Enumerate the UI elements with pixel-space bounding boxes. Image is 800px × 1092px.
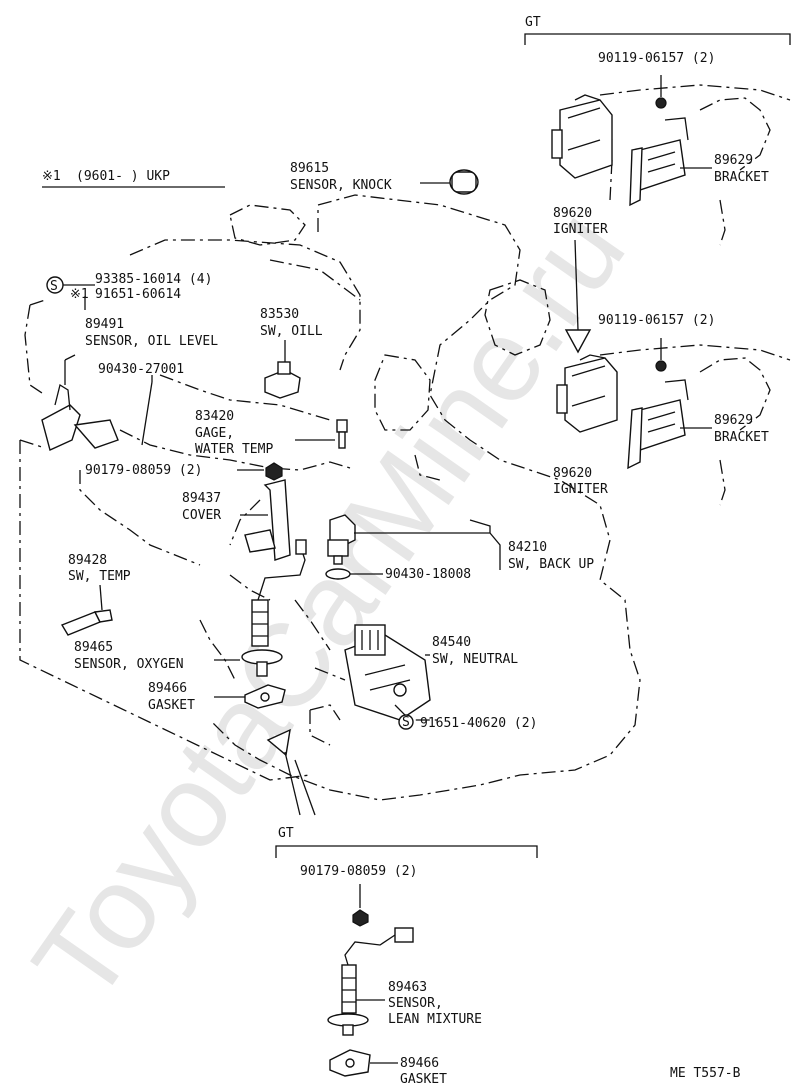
label-90179a: 90179-08059 (2) [85, 463, 202, 478]
label-lean-mixture: LEAN MIXTURE [388, 1012, 482, 1027]
label-89465: 89465 [74, 640, 113, 655]
label-gage: GAGE, [195, 426, 234, 441]
label-89466b: 89466 [400, 1056, 439, 1071]
label-89463: 89463 [388, 980, 427, 995]
note-mark: ※1 [42, 169, 61, 184]
backup-switch [325, 514, 501, 580]
lean-mixture-sensor [327, 927, 414, 1036]
label-cover: COVER [182, 508, 221, 523]
label-oil-level-sensor: SENSOR, OIL LEVEL [85, 334, 218, 349]
engine-outline [19, 194, 641, 801]
gt-label-top: GT [525, 15, 541, 30]
arrow-igniter [564, 239, 592, 354]
watermark: ToyotaCarMine.ru [8, 186, 650, 1025]
label-90119-bottom: 90119-06157 (2) [598, 313, 715, 328]
label-89620-bottom: 89620 [553, 466, 592, 481]
label-84210: 84210 [508, 540, 547, 555]
label-bracket-top: BRACKET [714, 170, 769, 185]
cover [229, 479, 291, 561]
igniter-top [551, 75, 667, 179]
label-neutral-switch: SW, NEUTRAL [432, 652, 518, 667]
neutral-switch [344, 624, 440, 730]
label-bracket-bottom: BRACKET [714, 430, 769, 445]
nut-90179-bottom [352, 884, 369, 927]
gt-label-bottom: GT [278, 826, 294, 841]
label-89491: 89491 [85, 317, 124, 332]
label-89629-bottom: 89629 [714, 413, 753, 428]
label-igniter-top: IGNITER [553, 222, 608, 237]
mark-s-91651b: S [402, 715, 410, 730]
oil-level-sensor [41, 276, 119, 451]
label-igniter-bottom: IGNITER [553, 482, 608, 497]
mark-s-93385: S [50, 279, 58, 294]
temp-switch [60, 584, 113, 636]
label-oxygen-sensor: SENSOR, OXYGEN [74, 657, 184, 672]
label-84540: 84540 [432, 635, 471, 650]
gt-group-bottom: GT [275, 826, 538, 858]
label-oil-switch: SW, OILL [260, 324, 323, 339]
mark-91651a: ※1 [70, 287, 89, 302]
nut-90179-top [237, 462, 283, 481]
label-temp-switch: SW, TEMP [68, 569, 131, 584]
label-knock-sensor: SENSOR, KNOCK [290, 178, 392, 193]
label-gasket-top: GASKET [148, 698, 195, 713]
gasket-top [214, 684, 286, 709]
label-90179b: 90179-08059 (2) [300, 864, 417, 879]
label-83420: 83420 [195, 409, 234, 424]
igniter-bottom [556, 338, 667, 433]
label-89615: 89615 [290, 161, 329, 176]
oxygen-sensor [214, 539, 307, 677]
label-90119-top: 90119-06157 (2) [598, 51, 715, 66]
label-89629-top: 89629 [714, 153, 753, 168]
label-sensor: SENSOR, [388, 996, 443, 1011]
note-label: (9601- ) UKP [76, 169, 170, 184]
water-temp-gage [295, 419, 348, 449]
diagram-code: ME T557-B [670, 1066, 741, 1081]
label-89620-top: 89620 [553, 206, 592, 221]
label-83530: 83530 [260, 307, 299, 322]
label-91651a: 91651-60614 [95, 287, 181, 302]
label-gasket-bottom: GASKET [400, 1072, 447, 1087]
label-backup-switch: SW, BACK UP [508, 557, 594, 572]
label-93385: 93385-16014 (4) [95, 272, 212, 287]
oil-switch [264, 340, 301, 399]
bracket-top [629, 117, 712, 207]
knock-sensor [420, 169, 479, 195]
bracket-bottom [627, 379, 712, 470]
label-89466a: 89466 [148, 681, 187, 696]
label-89428: 89428 [68, 553, 107, 568]
part-labels: ※1 (9601- ) UKP 90119-06157 (2) 89629 BR… [42, 51, 769, 1087]
label-90430b: 90430-18008 [385, 567, 471, 582]
label-91651b: 91651-40620 (2) [420, 716, 537, 731]
gasket-bottom [329, 1049, 398, 1077]
label-89437: 89437 [182, 491, 221, 506]
label-90430a: 90430-27001 [98, 362, 184, 377]
arrow-lean-mixture [266, 728, 316, 816]
rod-90430 [141, 375, 153, 446]
label-water-temp: WATER TEMP [195, 442, 273, 457]
